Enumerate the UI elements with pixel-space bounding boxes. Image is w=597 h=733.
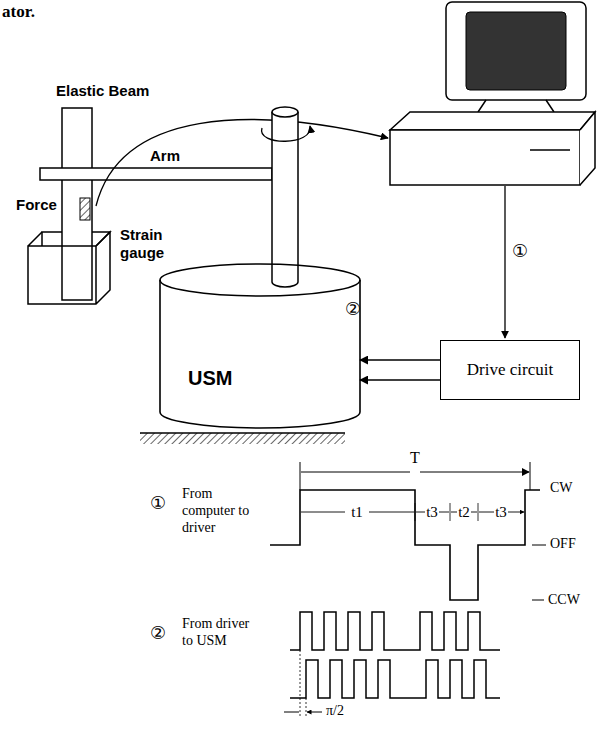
motor-body: USM xyxy=(158,262,362,434)
node-text: Drive circuit xyxy=(467,360,553,380)
cylinder-side xyxy=(160,280,360,428)
callout-number: ② xyxy=(345,298,361,320)
level-label: CCW xyxy=(548,592,580,609)
period-label: T xyxy=(410,448,420,467)
ground-hatch xyxy=(140,433,345,444)
part-label: Force xyxy=(16,196,57,214)
cylinder-top xyxy=(160,264,360,296)
signal-arrow xyxy=(360,359,440,360)
rotation-arrow xyxy=(262,126,311,141)
motor-shaft xyxy=(272,112,298,287)
interval-arrow xyxy=(301,512,524,513)
signal-caption: From computer to driver xyxy=(182,486,267,536)
callout-number: ① xyxy=(150,492,166,514)
drive-waveform-a xyxy=(290,612,500,650)
level-tick xyxy=(532,545,546,600)
control-arrow xyxy=(504,186,505,338)
signal-arrow xyxy=(360,379,440,380)
screen xyxy=(466,12,566,90)
elastic-beam xyxy=(62,108,92,300)
shaft-top xyxy=(272,107,298,117)
drive-slot xyxy=(530,149,570,151)
part-label: Arm xyxy=(150,147,180,165)
fragment-text: ator. xyxy=(2,2,35,22)
signal-caption: From driver to USM xyxy=(182,616,262,650)
connector-group xyxy=(360,360,440,380)
phase-label: π/2 xyxy=(326,703,344,720)
ground-line xyxy=(140,432,345,434)
monitor xyxy=(446,2,586,100)
period-arrow xyxy=(301,472,529,473)
node-text: USM xyxy=(188,366,362,390)
cylinder-outline xyxy=(158,262,362,434)
computer-top xyxy=(390,112,595,130)
drive-waveform-b xyxy=(290,660,500,698)
monitor-stand xyxy=(478,100,554,112)
callout-number: ① xyxy=(512,240,528,262)
level-label: OFF xyxy=(550,536,576,553)
interval-label: t3 xyxy=(426,503,438,521)
signal-wire xyxy=(96,120,388,206)
period-tick xyxy=(300,462,530,490)
process-box: Drive circuit xyxy=(440,340,580,400)
part-label: Strain gauge xyxy=(120,226,182,262)
interval-label: t3 xyxy=(495,503,507,521)
part-label: Elastic Beam xyxy=(56,82,149,100)
computer-side xyxy=(580,112,595,185)
computer-case xyxy=(390,130,580,185)
callout-number: ② xyxy=(150,622,166,644)
arm xyxy=(40,168,272,180)
phase-arrow xyxy=(284,712,322,713)
interval-label: t1 xyxy=(351,503,363,521)
interval-label: t2 xyxy=(458,503,470,521)
strain-gauge xyxy=(80,198,90,220)
level-label: CW xyxy=(550,480,573,497)
weight-box xyxy=(28,232,110,304)
phase-guide xyxy=(300,650,306,718)
command-waveform xyxy=(270,490,540,600)
